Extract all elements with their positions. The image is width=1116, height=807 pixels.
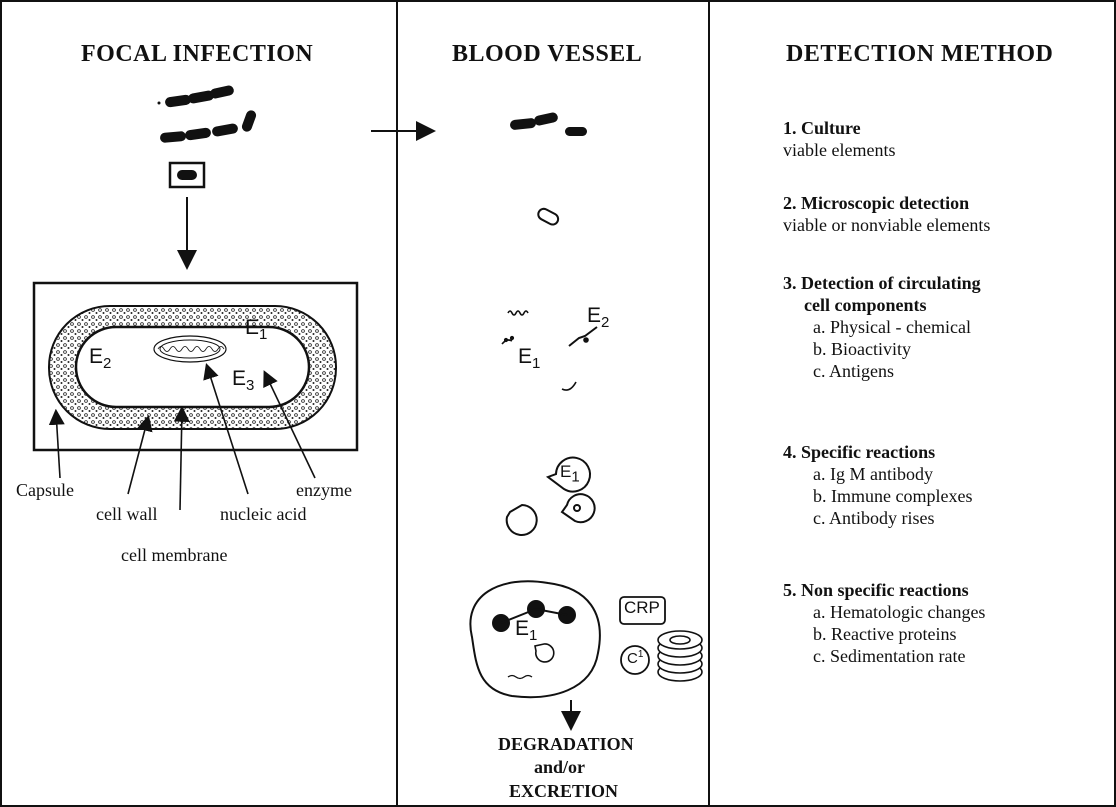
blood-e2-label: E2 (587, 304, 609, 331)
c1-label: C1 (627, 649, 643, 667)
and-or-label: and/or (534, 757, 585, 778)
method-5: 5. Non specific reactions a. Hematologic… (783, 579, 985, 667)
enzyme-e1-label: E1 (245, 316, 267, 343)
excretion-label: EXCRETION (509, 781, 618, 802)
enzyme-e3-label: E3 (232, 367, 254, 394)
antibody-complex-icons (507, 458, 595, 535)
enzyme-label: enzyme (296, 480, 352, 501)
method-3: 3. Detection of circulating cell compone… (783, 272, 981, 382)
phagocyte-e1-label: E1 (515, 617, 537, 644)
pacman-e1-label: E1 (560, 462, 580, 485)
crp-label: CRP (624, 598, 660, 618)
blood-vessel-title: BLOOD VESSEL (452, 41, 642, 68)
detection-method-title: DETECTION METHOD (786, 41, 1053, 68)
focal-infection-title: FOCAL INFECTION (81, 41, 313, 68)
cell-membrane-label: cell membrane (121, 545, 227, 566)
method-4: 4. Specific reactions a. Ig M antibody b… (783, 441, 972, 529)
nucleic-acid-label: nucleic acid (220, 504, 306, 525)
bacteria-chain-icon (158, 85, 258, 143)
enzyme-e2-label: E2 (89, 345, 111, 372)
cell-wall-label: cell wall (96, 504, 157, 525)
red-cell-stack-icon (658, 631, 702, 681)
single-bacterium-outline-icon (536, 207, 560, 227)
blood-e1-label: E1 (518, 345, 540, 372)
capsule-label: Capsule (16, 480, 74, 501)
circulating-bacteria-icon (510, 112, 587, 136)
method-1: 1. Culture viable elements (783, 117, 895, 161)
bacterium-box-icon (170, 163, 204, 187)
degradation-label: DEGRADATION (498, 734, 634, 755)
cell-fragments-icon (502, 311, 597, 390)
method-2: 2. Microscopic detection viable or nonvi… (783, 192, 990, 236)
capsule-pointer (56, 412, 60, 478)
